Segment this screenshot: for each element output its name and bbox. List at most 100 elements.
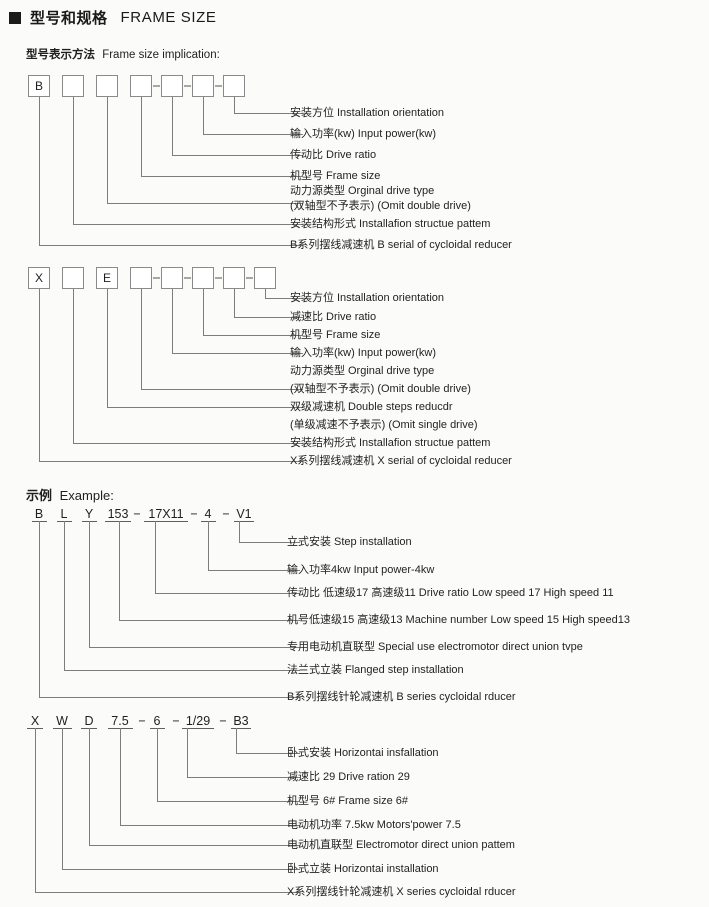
example-b-seg-1: B <box>35 507 43 521</box>
diagram-b-label-7-en: Installafion structue pattem <box>359 218 491 230</box>
example-b-leader-2 <box>208 521 300 571</box>
diagram-b-label-2-cn: 输入功率(kw) <box>290 128 355 140</box>
example-x-separator-1: − <box>138 714 145 728</box>
example-x-label-2-cn: 减速比 29 <box>287 771 336 783</box>
diagram-x-label-4: 输入功率(kw)Input power(kw) <box>290 347 436 360</box>
example-b-label-5-cn: 专用电动机直联型 <box>287 641 375 653</box>
diagram-b-box-1 <box>28 75 50 97</box>
diagram-x-box-6 <box>192 267 214 289</box>
example-b-label-4-cn: 机号低速级15 高速级13 <box>287 614 403 626</box>
example-b-label-3-en: Drive ratio Low speed 17 High speed 11 <box>418 587 614 599</box>
example-b-seg-6: 4 <box>205 507 212 521</box>
example-x-label-6-cn: 卧式立装 <box>287 863 331 875</box>
frame-size-implication-heading-en: Frame size implication: <box>102 49 220 61</box>
example-x-label-4-cn: 电动机功率 7.5kw <box>287 819 374 831</box>
example-x-leader-2 <box>187 728 300 778</box>
example-x-leader-6 <box>62 728 300 870</box>
example-x-label-3-cn: 机型号 6# <box>287 795 336 807</box>
diagram-b-label-6-en: (Omit double drive) <box>377 200 471 212</box>
diagram-x-label-9-en: Installafion structue pattem <box>359 437 491 449</box>
example-x-separator-3: − <box>219 714 226 728</box>
example-x-seg-1: X <box>31 714 40 728</box>
diagram-b-box-6 <box>192 75 214 97</box>
diagram-x-label-4-cn: 输入功率(kw) <box>290 347 355 359</box>
example-b-label-4-en: Machine number Low speed 15 High speed13 <box>405 614 630 626</box>
diagram-b-label-3-en: Drive ratio <box>326 149 377 161</box>
example-x-label-3: 机型号 6#Frame size 6# <box>287 795 408 808</box>
example-x-label-3-en: Frame size 6# <box>338 795 408 807</box>
diagram-x-leader-5 <box>141 289 303 390</box>
diagram-b-label-8-cn: B系列摆线减速机 <box>290 239 375 251</box>
example-x-seg-3: D <box>84 714 93 728</box>
diagram-b-label-5-en: Orginal drive type <box>348 185 435 197</box>
diagram-b-series: B <box>0 0 709 270</box>
example-x-seg-6: 1/29 <box>186 714 210 728</box>
page-title-en: FRAME SIZE <box>120 9 217 26</box>
example-b-separator-1: − <box>133 507 140 521</box>
diagram-x-label-6: (双轴型不予表示)(Omit double drive) <box>290 383 471 396</box>
example-b-diagram: B L Y 153 − 17X11 − 4 − V1 <box>32 507 300 698</box>
diagram-b-leader-7 <box>39 97 303 246</box>
diagram-x-label-2-cn: 减速比 <box>290 311 323 323</box>
diagram-x-leader-6 <box>107 289 303 408</box>
diagram-b-leader-1 <box>234 97 303 114</box>
example-x-leaders <box>35 728 300 893</box>
diagram-x-label-7-cn: 双级减速机 <box>290 401 345 413</box>
example-b-leader-6 <box>64 521 300 671</box>
example-x-label-4-en: Motors'power 7.5 <box>376 819 461 831</box>
diagram-x-box-3 <box>96 267 118 289</box>
diagram-b-box-7 <box>223 75 245 97</box>
diagram-x-label-5-cn: 动力源类型 <box>290 365 345 377</box>
diagram-x-label-1-cn: 安装方位 <box>290 292 334 304</box>
example-b-label-1-en: Step installation <box>334 536 412 548</box>
diagram-x-label-5-en: Orginal drive type <box>348 365 435 377</box>
diagram-b-leaders <box>39 97 303 246</box>
example-b-seg-5: 17X11 <box>148 507 183 521</box>
example-b-label-1-cn: 立式安装 <box>287 536 331 548</box>
example-x-label-6-en: Horizontai installation <box>334 863 439 875</box>
example-b-leader-7 <box>39 521 300 698</box>
diagram-x-label-4-en: Input power(kw) <box>357 347 437 359</box>
diagram-x-box-2 <box>62 267 84 289</box>
diagram-x-label-3-en: Frame size <box>326 329 381 341</box>
example-x-seg-2: W <box>56 714 68 728</box>
example-x-leader-1 <box>236 728 300 754</box>
example-b-leaders <box>39 521 300 698</box>
example-b-label-3-cn: 传动比 低速级17 高速级11 <box>287 587 416 599</box>
example-heading-en: Example: <box>59 488 114 503</box>
diagram-x-label-8-cn: (单级减速不予表示) <box>290 419 386 431</box>
example-x-leader-3 <box>157 728 300 802</box>
example-b-code: B L Y 153 − 17X11 − 4 − V1 <box>32 507 254 522</box>
diagram-b-label-4-cn: 机型号 <box>290 170 323 182</box>
diagram-b-label-1-en: Installation orientation <box>337 107 445 119</box>
example-b-label-7-cn: B系列摆线针轮减速机 <box>287 691 394 703</box>
diagram-x-leader-7 <box>73 289 303 444</box>
diagram-b-label-5-cn: 动力源类型 <box>290 185 345 197</box>
example-b-leader-5 <box>89 521 300 648</box>
example-x-separator-2: − <box>172 714 179 728</box>
diagram-x-leader-4 <box>172 289 303 354</box>
diagram-x-boxes: X E <box>28 267 276 289</box>
diagram-x-label-3-cn: 机型号 <box>290 329 323 341</box>
example-b-label-6-en: Flanged step installation <box>345 664 464 676</box>
example-x-leader-5 <box>89 728 300 846</box>
diagram-b-leader-3 <box>172 97 303 156</box>
example-x-leader-4 <box>120 728 300 826</box>
